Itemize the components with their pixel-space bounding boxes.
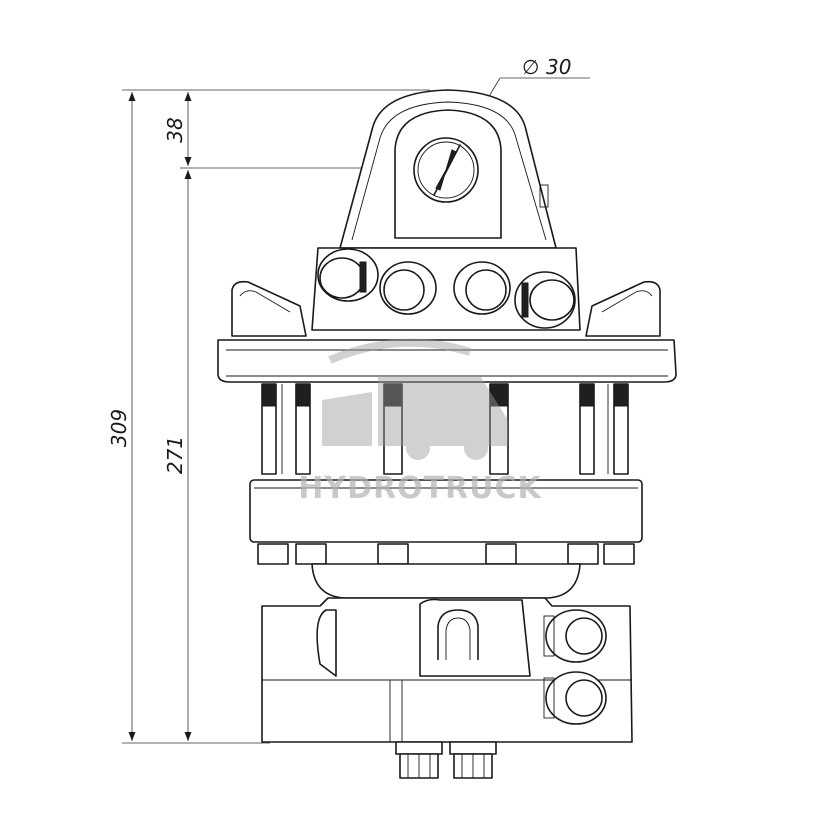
mounting-lug xyxy=(339,89,557,249)
diameter-symbol: ∅ xyxy=(522,55,539,79)
hydraulic-port-1 xyxy=(317,248,379,302)
watermark-text: HYDROTRUCK xyxy=(298,471,542,506)
watermark: HYDROTRUCK xyxy=(298,338,542,506)
bottom-fitting-left xyxy=(395,741,443,779)
bottom-fitting-right xyxy=(449,741,497,779)
dimension-diameter-label: ∅ 30 xyxy=(522,55,571,79)
nut-row xyxy=(257,543,635,565)
bolt-studs xyxy=(261,383,629,475)
truck-icon xyxy=(322,338,508,460)
left-bracket xyxy=(231,280,307,337)
top-body xyxy=(311,247,581,331)
dimension-top-offset: 38 xyxy=(163,117,187,142)
lower-block xyxy=(261,597,633,743)
middle-housing xyxy=(249,479,643,543)
top-flange xyxy=(217,339,677,383)
hydraulic-port-3 xyxy=(453,261,511,315)
hydraulic-port-2 xyxy=(379,261,437,315)
dimension-total-height: 309 xyxy=(107,409,131,447)
diameter-value: 30 xyxy=(546,55,571,79)
hydraulic-port-4 xyxy=(514,271,576,329)
rotor-bowl xyxy=(311,563,581,599)
pin-hole xyxy=(413,137,479,203)
right-bracket xyxy=(585,280,661,337)
side-port-lower xyxy=(543,671,607,725)
side-port-upper xyxy=(543,609,607,663)
dimension-lower-height: 271 xyxy=(163,436,187,474)
